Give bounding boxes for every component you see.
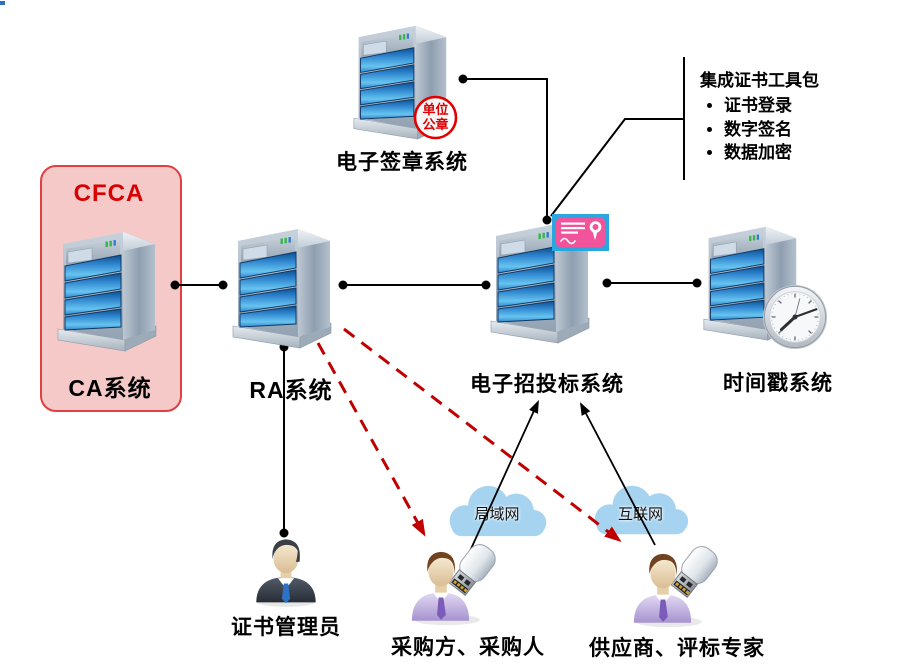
purchaser-person-usb-icon xyxy=(408,537,505,627)
callout-list: 证书登录 数字签名 数据加密 xyxy=(700,94,900,165)
stamp-text-line1: 单位 xyxy=(422,102,448,117)
callout-item: 证书登录 xyxy=(724,94,900,118)
ra-system-label: RA系统 xyxy=(249,377,333,403)
esign-system-label: 电子签章系统 xyxy=(336,151,468,174)
lan-cloud-label: 局域网 xyxy=(474,506,520,523)
stamp-text-line2: 公章 xyxy=(422,117,448,132)
internet-cloud-label: 互联网 xyxy=(617,506,663,523)
ca-server-icon xyxy=(55,228,160,353)
internet-cloud: 互联网 xyxy=(583,482,698,538)
callout-item: 数据加密 xyxy=(724,141,900,165)
dashed-arrow-ra-to-supplier xyxy=(343,327,622,542)
cfca-label: CFCA xyxy=(73,180,145,207)
bidding-system-label: 电子招投标系统 xyxy=(470,373,624,396)
timestamp-system-label: 时间戳系统 xyxy=(723,372,833,395)
dashed-arrow-ra-to-purchaser xyxy=(316,342,426,537)
company-seal-stamp-icon: 单位 公章 xyxy=(413,95,458,140)
supplier-person-usb-icon xyxy=(630,539,727,629)
lan-cloud: 局域网 xyxy=(437,482,557,540)
arrow-purchaser-to-bidding xyxy=(469,400,539,552)
ra-server-icon xyxy=(230,225,335,350)
clock-icon xyxy=(761,283,829,351)
certificate-icon xyxy=(552,214,609,251)
purchaser-label: 采购方、采购人 xyxy=(391,636,545,659)
callout-item: 数字签名 xyxy=(724,118,900,142)
callout-title: 集成证书工具包 xyxy=(700,71,819,90)
cert-admin-person-icon xyxy=(250,532,322,608)
supplier-label: 供应商、评标专家 xyxy=(589,637,765,660)
corner-artifact xyxy=(0,1,5,5)
cert-admin-label: 证书管理员 xyxy=(231,616,341,639)
callout-block: 集成证书工具包 证书登录 数字签名 数据加密 xyxy=(700,66,900,165)
arrow-supplier-to-bidding xyxy=(579,402,656,546)
ca-system-label: CA系统 xyxy=(68,375,152,401)
edge-esign-bidding xyxy=(463,78,548,220)
callout-leader-line xyxy=(550,118,684,217)
